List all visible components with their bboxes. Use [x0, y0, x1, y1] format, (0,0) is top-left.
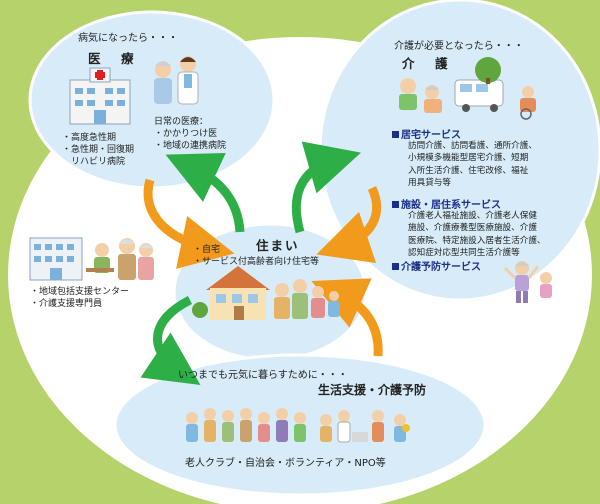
housing-heading: 住まい: [256, 238, 300, 253]
living-support-intro: いつまでも元気に暮らすために・・・: [178, 370, 348, 381]
hospital-icon: [69, 67, 131, 125]
support-center-list: ・地域包括支援センター ・介護支援専門員: [30, 286, 129, 310]
facility-services-title: 施設・居住系サービス: [392, 196, 501, 211]
daily-medical-block: 日常の医療： ・かかりつけ医 ・地域の連携病院: [154, 116, 226, 152]
support-center-item-community-center: ・地域包括支援センター: [30, 287, 130, 297]
living-support-footer: 老人クラブ・自治会・ボランティア・NPO等: [185, 458, 386, 469]
house-icon: [192, 266, 270, 320]
doctor-and-patient-icon: [154, 56, 199, 105]
support-center-building-icon: [29, 237, 83, 281]
volunteer-icon: [320, 410, 410, 443]
arrow-medical-to-housing: [143, 178, 235, 269]
prevention-services-title: 介護予防サービス: [392, 258, 481, 273]
arrow-housing-to-care: [291, 141, 361, 234]
consultation-icon: [86, 238, 154, 280]
housing-list: ・自宅 ・サービス付高齢者向け住宅等: [193, 244, 319, 268]
square-bullet-icon: [392, 263, 399, 270]
support-center-item-care-manager: ・介護支援専門員: [30, 299, 103, 310]
medical-heading: 医 療: [88, 51, 138, 66]
home-services-list: 訪問介護、訪問看護、通所介護、 小規模多機能型居宅介護、短期 入所生活介護、住宅…: [408, 141, 537, 189]
square-bullet-icon: [392, 201, 399, 208]
exercise-icon: [503, 261, 552, 303]
medical-item-acute-recovery: ・急性期・回復期: [62, 145, 135, 156]
facility-services-list: 介護老人福祉施設、介護老人保健 施設、介護療養型医療施設、介護 医療院、特定施設…: [408, 211, 546, 259]
arrow-housing-to-living-support: [140, 295, 201, 385]
daily-medical-item-partner-hospital: ・地域の連携病院: [154, 141, 227, 152]
seniors-group-icon: [186, 408, 306, 442]
medical-item-rehab-hospital: リハビリ病院: [62, 157, 126, 168]
care-intro: 介護が必要となったら・・・: [394, 41, 524, 52]
care-heading: 介 護: [402, 56, 452, 71]
arrow-living-support-to-housing: [311, 278, 383, 357]
daily-medical-item-family-doctor: ・かかりつけ医: [154, 129, 218, 140]
square-bullet-icon: [392, 131, 399, 138]
medical-intro: 病気になったら・・・: [78, 33, 178, 44]
arrow-care-to-housing: [316, 186, 381, 264]
housing-item-serviced-housing: ・サービス付高齢者向け住宅等: [193, 257, 320, 268]
medical-acute-list: ・高度急性期 ・急性期・回復期 リハビリ病院: [62, 132, 134, 168]
daily-medical-title: 日常の医療：: [154, 117, 209, 127]
care-van-icon: [454, 57, 504, 112]
caregiver-icon: [399, 78, 536, 120]
medical-item-advanced-acute: ・高度急性期: [62, 133, 117, 143]
home-services-title: 居宅サービス: [392, 126, 461, 141]
living-support-heading: 生活支援・介護予防: [318, 383, 427, 397]
family-icon: [274, 279, 340, 319]
arrow-housing-to-medical: [165, 152, 245, 233]
housing-item-own-home: ・自宅: [193, 245, 221, 255]
